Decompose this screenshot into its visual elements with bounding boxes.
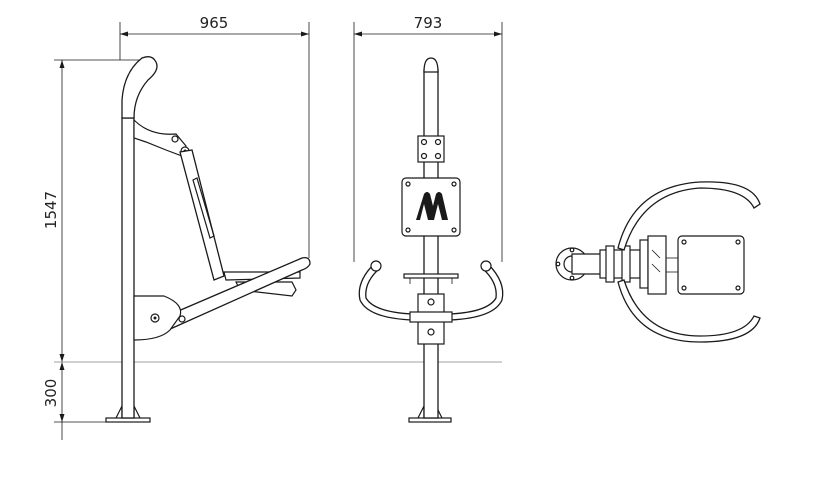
dimension-annotations: 965 793 1547 300 <box>42 14 503 440</box>
brand-logo <box>416 192 448 220</box>
dimension-1547: 1547 <box>42 191 60 229</box>
side-view <box>105 56 311 423</box>
top-view <box>555 181 761 343</box>
dimension-793: 793 <box>414 14 443 32</box>
front-view <box>358 57 504 423</box>
dimension-300: 300 <box>42 379 60 408</box>
dimension-965: 965 <box>200 14 229 32</box>
